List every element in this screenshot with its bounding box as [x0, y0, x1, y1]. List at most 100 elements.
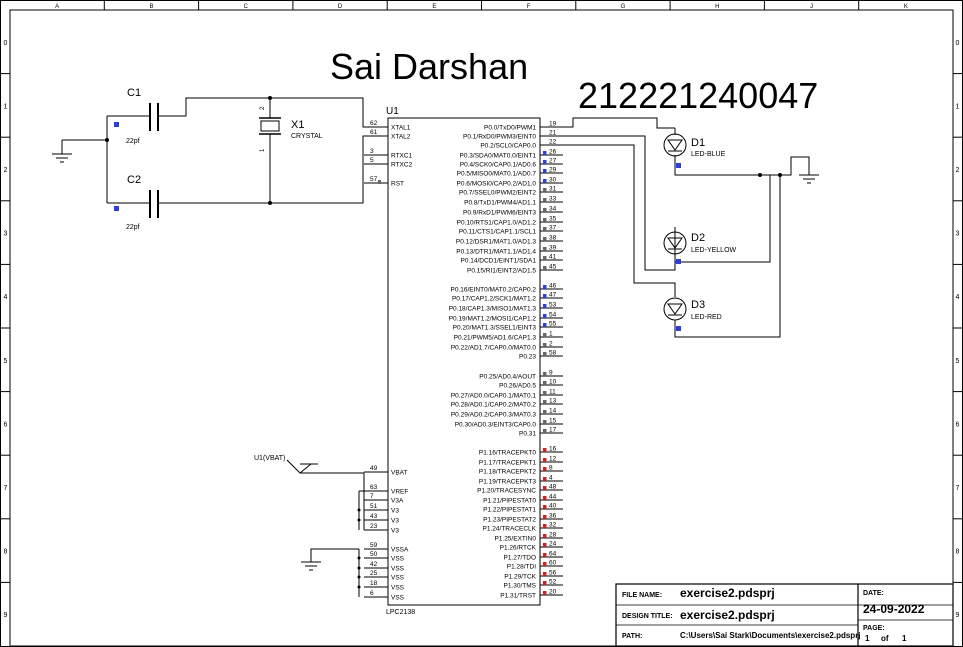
pin-name: P1.16/TRACEPKT0 [479, 450, 536, 457]
pin-number: 41 [549, 254, 557, 261]
pin-marker [543, 505, 547, 509]
pin-marker [543, 486, 547, 490]
u1-right-pin[interactable]: 8P1.18/TRACEPKT2 [479, 465, 563, 476]
pin-name: P0.7/SSEL0/PWM2/EINT2 [459, 190, 536, 197]
date-value: 24-09-2022 [863, 602, 925, 616]
frame-row-label: 3 [4, 231, 8, 238]
pin-name: V3 [391, 508, 399, 515]
u1-right-pin[interactable]: 1P0.21/PWM5/AD1.6/CAP1.3 [454, 331, 563, 342]
pin-marker [543, 572, 547, 576]
u1-right-pin[interactable]: 2P0.22/AD1.7/CAP0.0/MAT0.0 [451, 341, 563, 352]
x1-pin1-label: 1 [260, 148, 266, 152]
u1-right-pin[interactable]: 4P1.19/TRACEPKT3 [479, 475, 563, 486]
pin-marker [543, 227, 547, 231]
x1-value-label: CRYSTAL [291, 133, 323, 140]
frame-column-label: A [55, 4, 59, 10]
pin-number: 5 [370, 157, 374, 164]
pin-marker [543, 562, 547, 566]
u1-lpc2138-ic[interactable]: U1 LPC2138 62XTAL161XTAL23RTXC15RTXC257R… [364, 106, 563, 616]
pin-marker [543, 543, 547, 547]
d3-pin-marker [676, 326, 681, 331]
pin-name: V3 [391, 528, 399, 535]
pin-name: V3 [391, 518, 399, 525]
pin-marker [543, 208, 547, 212]
pin-name: P0.17/CAP1.2/SCK1/MAT1.2 [452, 296, 536, 303]
pin-number: 14 [549, 408, 557, 415]
pin-number: 51 [370, 503, 378, 510]
frame-row-label: 7 [956, 485, 960, 492]
pin-number: 55 [549, 321, 557, 328]
pin-number: 13 [549, 398, 557, 405]
pin-marker [543, 188, 547, 192]
pin-marker [543, 218, 547, 222]
pin-number: 10 [549, 379, 557, 386]
pin-name: P1.23/PIPESTAT2 [483, 517, 536, 524]
u1-right-pin[interactable]: 9P0.25/AD0.4/AOUT [479, 370, 563, 381]
frame-row-label: 7 [4, 485, 8, 492]
pin-marker [543, 467, 547, 471]
pin-name: P0.16/EINT0/MAT0.2/CAP0.2 [451, 287, 537, 294]
pin-number: 50 [370, 551, 378, 558]
pin-name: P0.22/AD1.7/CAP0.0/MAT0.0 [451, 345, 537, 352]
pin-name: P0.5/MISO0/MAT0.1/AD0.7 [457, 171, 537, 178]
d1-pin-marker [676, 163, 681, 168]
